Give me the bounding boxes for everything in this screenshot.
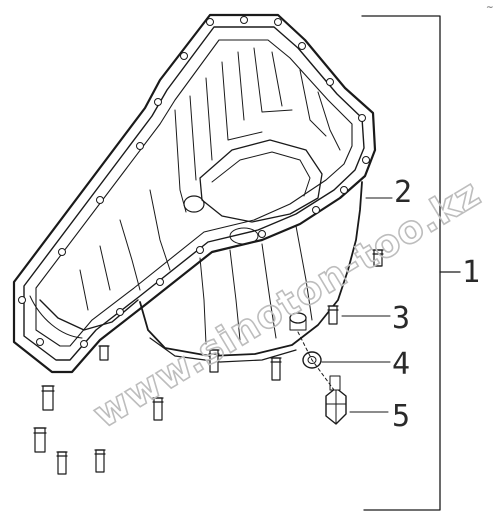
bolt-icon bbox=[270, 357, 282, 381]
oil-pan-bolt-holes bbox=[18, 16, 370, 348]
bolt-icon bbox=[94, 449, 106, 473]
callout-4: 4 bbox=[392, 347, 410, 382]
oil-pan-sump bbox=[139, 181, 363, 357]
oil-pan-opening bbox=[35, 39, 353, 347]
callout-bracket bbox=[361, 15, 461, 511]
loose-bolts bbox=[33, 249, 384, 475]
bolt-icon bbox=[41, 385, 55, 411]
corner-mark: ~ bbox=[486, 3, 494, 13]
callout-leaders bbox=[321, 197, 393, 413]
drain-boss-side bbox=[289, 317, 307, 331]
bolt-icon bbox=[33, 427, 47, 453]
callout-3: 3 bbox=[392, 301, 410, 336]
oil-pan-baffle-plate bbox=[199, 139, 323, 223]
tray-edge bbox=[29, 295, 83, 339]
oil-pan-drain-boss bbox=[183, 195, 205, 213]
drain-plug bbox=[325, 375, 347, 425]
oil-pan-sump-lower-edge bbox=[149, 337, 297, 363]
oil-pan-ribs bbox=[79, 47, 341, 345]
callout-1: 1 bbox=[462, 255, 480, 290]
bolt-icon bbox=[327, 305, 339, 325]
bolt-icon bbox=[372, 249, 384, 267]
oil-pan-flange-inner bbox=[23, 26, 365, 361]
baffle-inner bbox=[211, 151, 311, 197]
bolt-icon bbox=[98, 345, 110, 361]
bolt-icon bbox=[152, 397, 164, 421]
callout-2: 2 bbox=[394, 175, 412, 210]
callout-5: 5 bbox=[392, 399, 410, 434]
install-axis-line bbox=[297, 331, 335, 391]
oil-pan-pickup-hole bbox=[229, 227, 259, 245]
oil-pan bbox=[12, 13, 377, 374]
bolt-icon bbox=[208, 349, 220, 373]
oil-pan-left-tray bbox=[39, 299, 139, 331]
bolt-icon bbox=[56, 451, 68, 475]
oil-pan-flange-outer bbox=[12, 13, 377, 374]
